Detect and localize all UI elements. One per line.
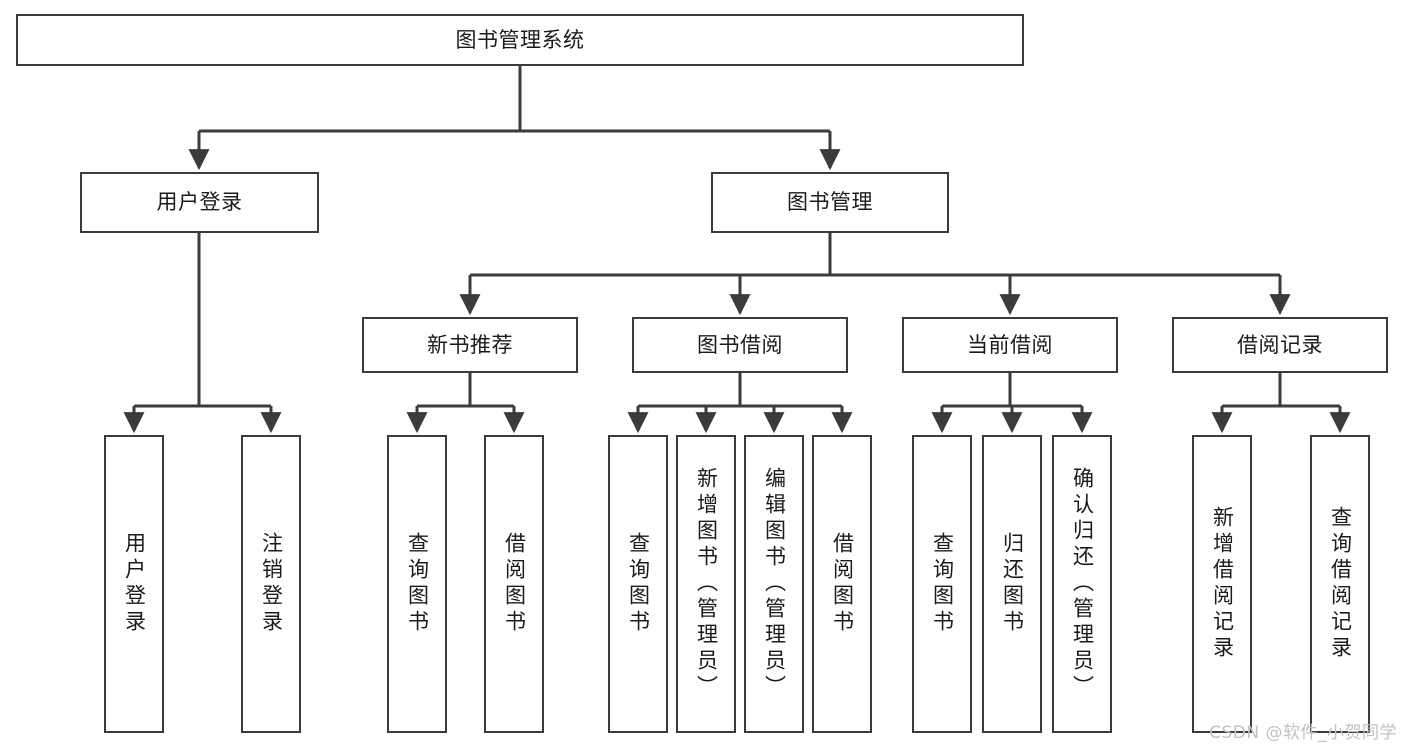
node-new-book-recommend[interactable]: 新书推荐: [362, 317, 578, 373]
node-leaf-query-book-3[interactable]: 查询图书: [912, 435, 972, 733]
node-current-borrow-label: 当前借阅: [967, 332, 1053, 357]
node-borrow-record[interactable]: 借阅记录: [1172, 317, 1388, 373]
node-leaf-user-login[interactable]: 用户登录: [104, 435, 164, 733]
node-leaf-logout-label: 注销登录: [259, 532, 284, 636]
node-leaf-query-book-3-label: 查询图书: [930, 532, 955, 636]
node-root-label: 图书管理系统: [455, 27, 585, 52]
node-book-manage-label: 图书管理: [787, 190, 873, 214]
node-leaf-borrow-book-2[interactable]: 借阅图书: [812, 435, 872, 733]
node-leaf-return-book-label: 归还图书: [1000, 532, 1025, 636]
node-leaf-confirm-return-label: 确认归还（管理员）: [1070, 467, 1095, 701]
node-leaf-user-login-label: 用户登录: [122, 532, 147, 636]
node-user-login-label: 用户登录: [156, 190, 243, 214]
node-book-borrow-label: 图书借阅: [697, 332, 783, 357]
node-new-book-recommend-label: 新书推荐: [427, 332, 513, 357]
node-leaf-query-record-label: 查询借阅记录: [1328, 506, 1353, 662]
node-leaf-query-book-2-label: 查询图书: [626, 532, 651, 636]
node-leaf-query-book-2[interactable]: 查询图书: [608, 435, 668, 733]
node-leaf-edit-book-label: 编辑图书（管理员）: [762, 467, 787, 701]
node-leaf-add-book[interactable]: 新增图书（管理员）: [676, 435, 736, 733]
node-leaf-add-record-label: 新增借阅记录: [1210, 506, 1235, 662]
node-leaf-borrow-book-1-label: 借阅图书: [502, 532, 527, 636]
node-root[interactable]: 图书管理系统: [16, 14, 1024, 66]
node-leaf-query-book-1-label: 查询图书: [405, 532, 430, 636]
node-leaf-add-book-label: 新增图书（管理员）: [694, 467, 719, 701]
node-leaf-borrow-book-1[interactable]: 借阅图书: [484, 435, 544, 733]
node-leaf-edit-book[interactable]: 编辑图书（管理员）: [744, 435, 804, 733]
node-leaf-confirm-return[interactable]: 确认归还（管理员）: [1052, 435, 1112, 733]
watermark-text: CSDN @软件_小贺同学: [1209, 723, 1397, 743]
node-leaf-return-book[interactable]: 归还图书: [982, 435, 1042, 733]
node-book-borrow[interactable]: 图书借阅: [632, 317, 848, 373]
node-leaf-query-record[interactable]: 查询借阅记录: [1310, 435, 1370, 733]
node-book-manage[interactable]: 图书管理: [711, 172, 949, 233]
node-leaf-query-book-1[interactable]: 查询图书: [387, 435, 447, 733]
node-leaf-logout[interactable]: 注销登录: [241, 435, 301, 733]
node-user-login[interactable]: 用户登录: [80, 172, 319, 233]
node-leaf-borrow-book-2-label: 借阅图书: [830, 532, 855, 636]
node-borrow-record-label: 借阅记录: [1237, 332, 1323, 357]
node-leaf-add-record[interactable]: 新增借阅记录: [1192, 435, 1252, 733]
node-current-borrow[interactable]: 当前借阅: [902, 317, 1118, 373]
